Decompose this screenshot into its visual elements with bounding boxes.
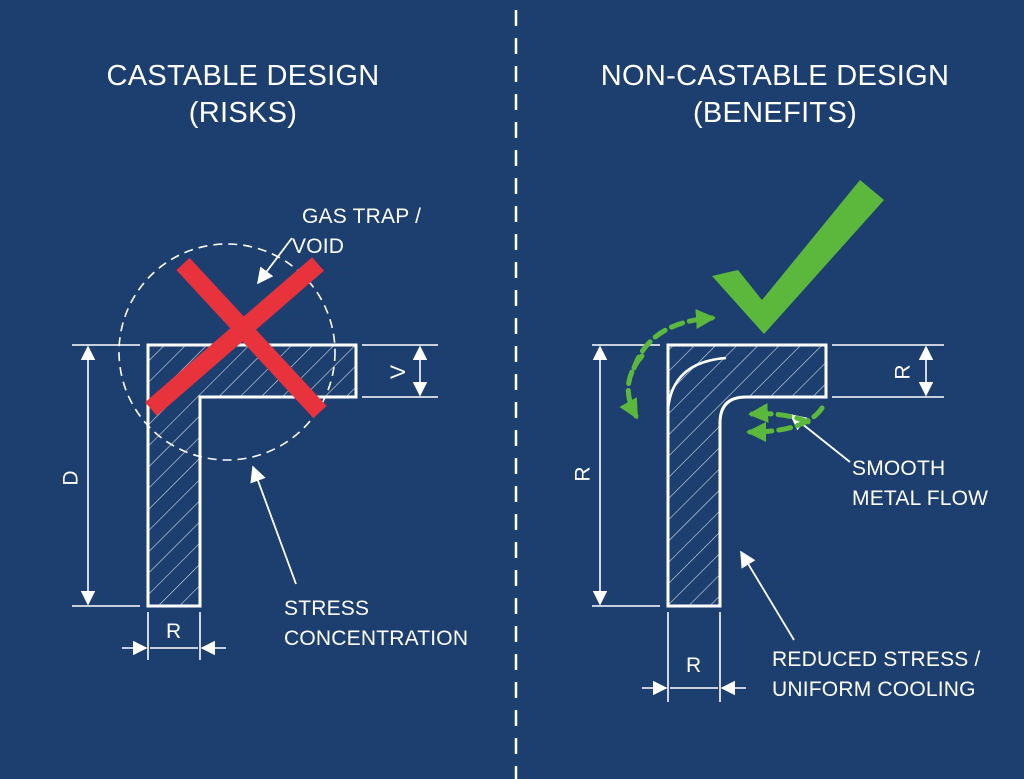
cooling-line1: REDUCED STRESS / [772,648,981,671]
gas-trap-line1: GAS TRAP / [302,205,422,228]
right-width-dimension-label: R [686,654,702,677]
flow-line2: METAL FLOW [852,487,989,510]
left-heading: CASTABLE DESIGN (RISKS) [88,58,398,132]
right-l-section [666,343,828,608]
left-dimension-lines [72,344,438,660]
right-title-line1: NON-CASTABLE DESIGN [600,60,950,92]
right-dimension-lines [592,344,944,702]
left-leader-lines [250,237,297,585]
right-leader-lines [740,413,851,641]
reduced-stress-label: REDUCED STRESS / UNIFORM COOLING [772,645,981,705]
left-width-dimension-label: R [166,620,182,643]
left-depth-dimension-label: D [59,470,83,486]
stress-line1: STRESS [284,597,370,620]
stress-concentration-label: STRESS CONCENTRATION [284,594,468,654]
right-thickness-dimension-label: R [891,364,915,380]
stress-line2: CONCENTRATION [284,627,469,650]
red-cross-icon [145,257,327,419]
gas-trap-line2: VOID [292,235,345,258]
left-thickness-dimension-label: V [387,364,411,380]
cooling-line2: UNIFORM COOLING [772,678,976,701]
right-heading: NON-CASTABLE DESIGN (BENEFITS) [590,58,960,132]
left-title-line2: (RISKS) [188,97,298,129]
metal-flow-arrows [619,309,825,442]
smooth-metal-flow-label: SMOOTH METAL FLOW [852,454,988,514]
left-l-section [146,343,358,608]
flow-line1: SMOOTH [852,457,946,480]
left-title-line1: CASTABLE DESIGN [106,60,380,92]
gas-trap-label: GAS TRAP / VOID [292,202,422,262]
green-checkmark-icon [712,180,884,334]
void-zone-circle [118,243,336,461]
right-title-line2: (BENEFITS) [692,97,858,129]
right-depth-dimension-label: R [571,466,595,482]
